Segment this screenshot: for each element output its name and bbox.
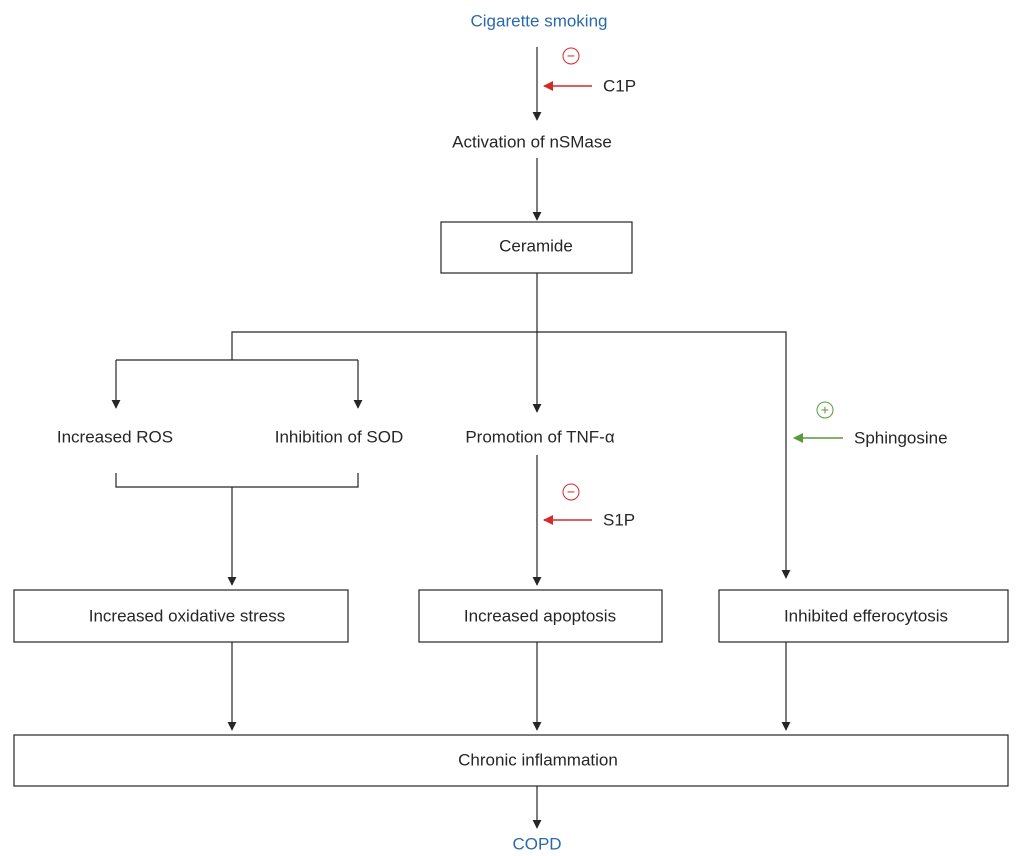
modulator-s1p-label: S1P <box>603 510 636 530</box>
node-chronic-inflammation: Chronic inflammation <box>458 750 618 770</box>
node-inhibition-sod: Inhibition of SOD <box>274 427 404 447</box>
chronic-inflammation-box <box>13 734 1009 787</box>
increased-oxidative-stress-box <box>13 589 349 643</box>
sphingosine-plus-sign-icon: + <box>816 401 834 419</box>
branch-connector <box>231 331 791 579</box>
modulator-c1p-label: C1P <box>603 76 637 96</box>
node-promotion-tnf: Promotion of TNF-α <box>465 427 615 447</box>
c1p-minus-sign-icon: − <box>562 47 580 65</box>
node-activation-nsmase: Activation of nSMase <box>452 132 612 152</box>
inhibited-efferocytosis-box <box>718 589 1009 643</box>
s1p-minus-sign-icon: − <box>562 483 580 501</box>
node-increased-apoptosis: Increased apoptosis <box>463 606 617 626</box>
merge-ros-sod-bracket <box>115 473 359 488</box>
node-cigarette-smoking: Cigarette smoking <box>470 11 608 31</box>
increased-apoptosis-box <box>418 589 663 643</box>
node-increased-oxidative-stress: Increased oxidative stress <box>88 606 286 626</box>
node-copd: COPD <box>512 834 562 854</box>
node-ceramide: Ceramide <box>499 236 573 256</box>
node-inhibited-efferocytosis: Inhibited efferocytosis <box>783 606 949 626</box>
modulator-sphingosine-label: Sphingosine <box>854 428 948 448</box>
node-increased-ros: Increased ROS <box>56 427 174 447</box>
